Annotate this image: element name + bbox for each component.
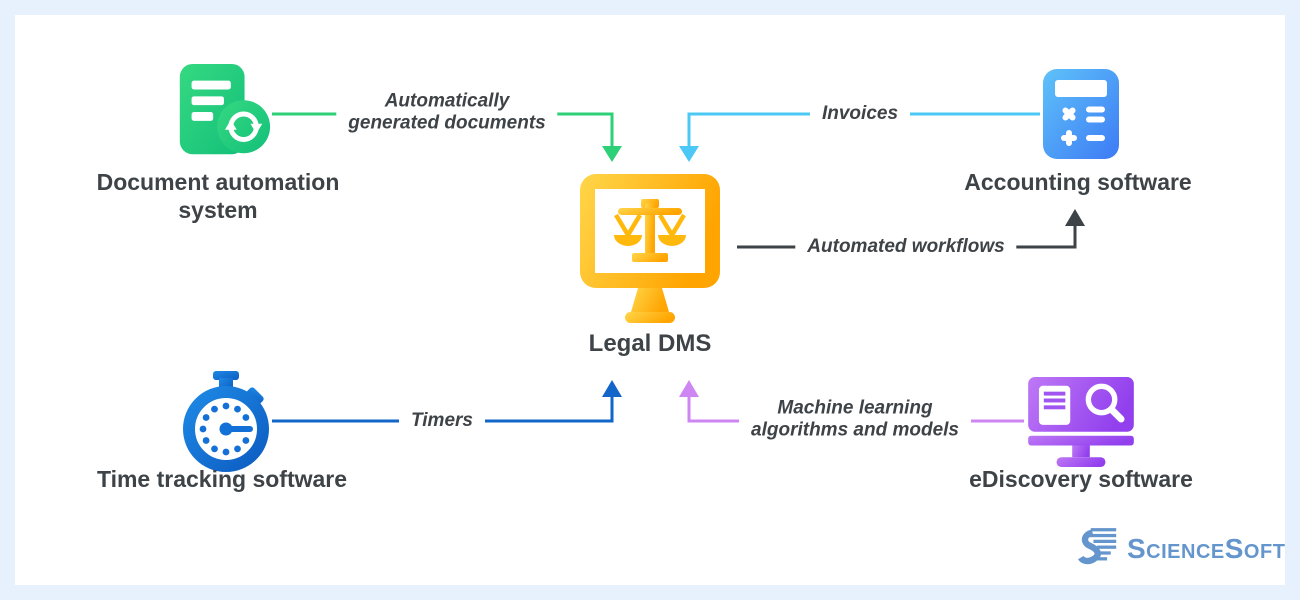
calculator-icon	[1043, 69, 1119, 159]
sciencesoft-logo: ScienceSoft	[1078, 527, 1285, 571]
stopwatch-icon	[183, 371, 269, 472]
accounting-label: Accounting software	[964, 169, 1192, 195]
doc-automation-label: Document automation system	[96, 169, 340, 224]
edge-timers	[272, 380, 622, 423]
timers-edge-label: Timers	[399, 407, 485, 435]
auto-docs-edge-label: Automatically generated documents	[336, 88, 558, 138]
legal-scales-monitor-icon	[580, 174, 720, 323]
time-tracking-label: Time tracking software	[96, 466, 348, 492]
invoices-edge-label: Invoices	[809, 100, 911, 128]
ediscovery-label: eDiscovery software	[969, 466, 1193, 492]
ml-edge-label: Machine learning algorithms and models	[739, 395, 971, 445]
edge-invoices	[679, 112, 1040, 162]
workflows-edge-label: Automated workflows	[795, 233, 1017, 261]
legal-dms-label: Legal DMS	[588, 330, 712, 357]
sciencesoft-logo-text: ScienceSoft	[1127, 533, 1286, 564]
monitor-search-icon	[1028, 377, 1134, 467]
document-sync-icon	[179, 63, 271, 155]
sciencesoft-logo-mark	[1078, 528, 1117, 565]
